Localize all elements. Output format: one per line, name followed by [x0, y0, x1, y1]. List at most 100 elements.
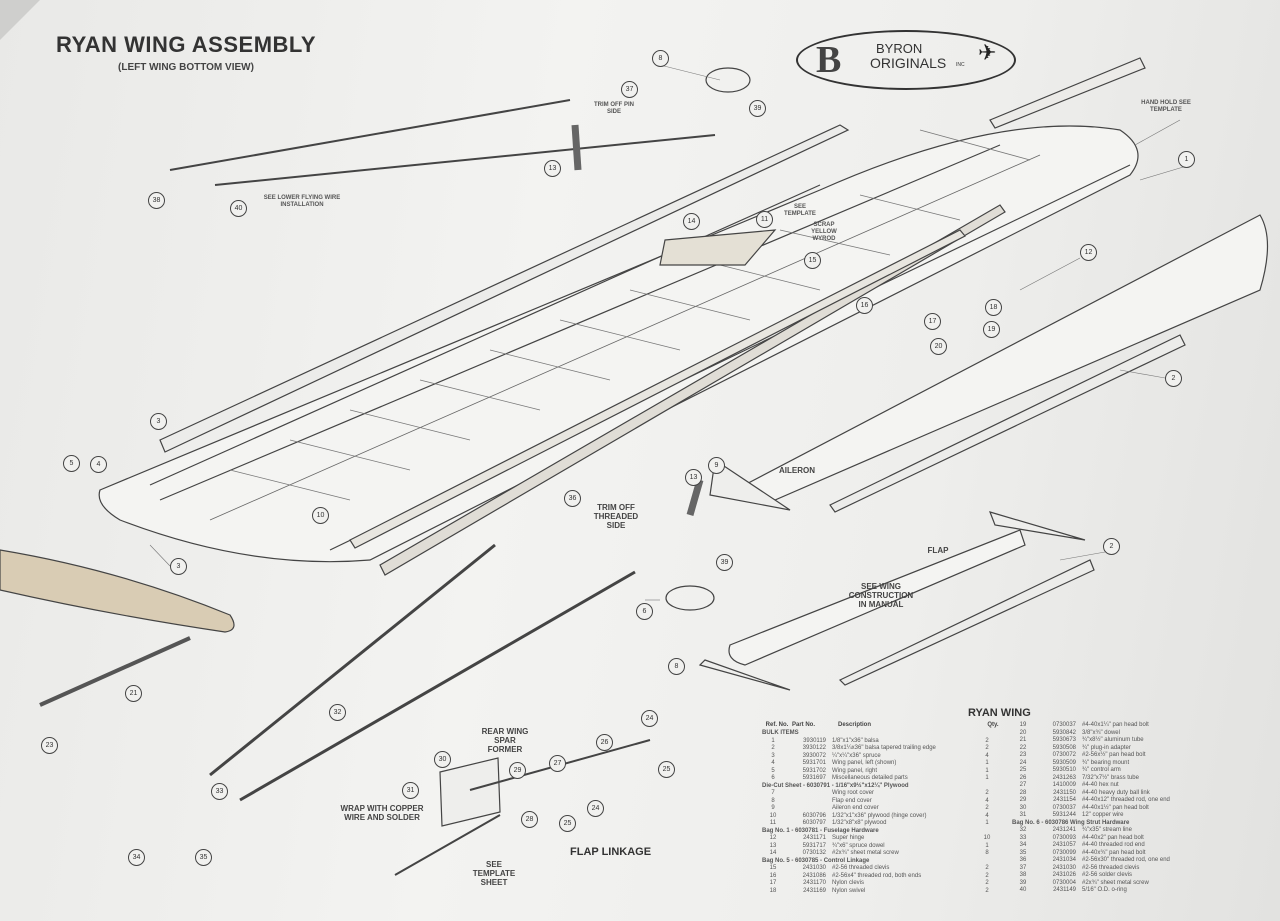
spars-and-tubes: [39, 99, 716, 802]
part-qty: 1: [985, 820, 989, 826]
part-qty: 10: [983, 835, 991, 841]
callout: 28: [521, 811, 538, 828]
part-ref: 32: [1019, 827, 1027, 833]
parts-list-header: Ref. No. Part No. Description Qty.: [762, 722, 1003, 730]
note-template-sheet: SEE TEMPLATE SHEET: [472, 860, 516, 887]
wing-root-rib: [0, 549, 235, 633]
part-desc: Nylon swivel: [832, 887, 866, 894]
part-part: 2431154: [1053, 797, 1076, 803]
part-ref: 8: [771, 797, 775, 804]
callout: 39: [716, 554, 733, 571]
note-wing-construction: SEE WING CONSTRUCTION IN MANUAL: [848, 582, 914, 609]
note-copper-wire: WRAP WITH COPPER WIRE AND SOLDER: [340, 804, 424, 822]
part-desc: ¾" bearing mount: [1082, 759, 1130, 766]
part-ref: 1: [771, 737, 775, 744]
callout: 5: [63, 455, 80, 472]
part-part: 5930842: [1052, 729, 1076, 736]
part-desc: #4-40x1½" pan head bolt: [1082, 804, 1149, 811]
part-ref: 10: [769, 812, 777, 819]
trailing-edge-strips: [349, 204, 1006, 576]
part-qty: 4: [985, 812, 989, 819]
part-ref: 11: [769, 820, 777, 826]
part-part: 0730132: [802, 850, 826, 856]
part-part: 2431086: [802, 872, 826, 879]
part-part: 0730093: [1052, 834, 1076, 841]
part-part: 0730037: [1052, 722, 1076, 728]
part-desc: #2x¾" sheet metal screw: [1082, 879, 1149, 886]
part-desc: ¾"x8½" aluminum tube: [1082, 737, 1144, 743]
note-lower-wire: SEE LOWER FLYING WIRE INSTALLATION: [263, 195, 341, 208]
logo-line1: BYRON: [876, 41, 923, 56]
callout: 24: [587, 800, 604, 817]
part-desc: #4-40x¾" pan head bolt: [1082, 849, 1146, 856]
callout: 23: [41, 737, 58, 754]
part-desc: #2-56x4" threaded rod, both ends: [832, 872, 922, 879]
part-part: 6030797: [802, 820, 826, 826]
part-ref: 15: [769, 865, 777, 871]
part-desc: #2-56 threaded clevis: [1082, 864, 1140, 871]
callout: 26: [596, 734, 613, 751]
callout: 8: [668, 658, 685, 675]
callout: 24: [641, 710, 658, 727]
wing-panel: [98, 125, 1139, 563]
parts-section-header: Bag No. 6 - 6030786 Wing Strut Hardware: [1012, 820, 1227, 828]
page-subtitle: (LEFT WING BOTTOM VIEW): [118, 62, 254, 73]
part-ref: 4: [771, 760, 775, 766]
part-desc: 3/8x1¼x36" balsa tapered trailing edge: [832, 745, 936, 751]
label-flap: FLAP: [927, 546, 949, 555]
flap: [698, 511, 1095, 691]
part-part: [784, 805, 832, 813]
part-desc: ¾" plug-in adapter: [1082, 744, 1131, 751]
part-qty: 4: [985, 752, 989, 759]
folded-corner: [0, 0, 40, 40]
part-ref: 40: [1019, 887, 1027, 893]
part-part: 5931717: [802, 842, 826, 849]
part-part: 2431171: [803, 835, 826, 841]
callout: 17: [924, 313, 941, 330]
part-ref: 22: [1019, 744, 1027, 751]
part-part: 5930509: [1052, 759, 1076, 766]
callout: 30: [434, 751, 451, 768]
label-aileron: AILERON: [779, 466, 815, 475]
note-trim-threaded: TRIM OFF THREADED SIDE: [593, 503, 639, 530]
part-part: 2431057: [1052, 842, 1076, 848]
part-desc: ¾" control arm: [1082, 767, 1121, 773]
part-part: 2431169: [803, 887, 826, 894]
callout: 2: [1165, 370, 1182, 387]
section-label: Die-Cut Sheet - 6030791 - 1/16"x9½"x12¼"…: [762, 782, 909, 789]
part-desc: Aileron end cover: [832, 805, 879, 811]
part-ref: 2: [771, 745, 775, 751]
part-desc: #2x¾" sheet metal screw: [832, 850, 899, 856]
callout: 18: [985, 299, 1002, 316]
part-qty: 2: [985, 737, 989, 744]
part-qty: 2: [985, 745, 989, 751]
logo-line2: ORIGINALS: [870, 55, 947, 71]
note-trim-pin: TRIM OFF PIN SIDE: [594, 102, 634, 115]
part-desc: #2-56 solder clevis: [1082, 872, 1133, 878]
part-ref: 5: [771, 767, 775, 774]
part-ref: 33: [1019, 834, 1027, 841]
part-desc: #4-40x1¼" pan head bolt: [1082, 722, 1149, 728]
callout: 6: [636, 603, 653, 620]
header-qty: Qty.: [987, 722, 999, 728]
part-qty: 2: [985, 880, 989, 886]
part-desc: 1/32"x8"x8" plywood: [832, 820, 887, 826]
callout: 39: [749, 100, 766, 117]
part-ref: 35: [1019, 849, 1027, 856]
callout: 4: [90, 456, 107, 473]
part-ref: 6: [771, 775, 775, 781]
part-desc: Nylon clevis: [832, 880, 865, 886]
